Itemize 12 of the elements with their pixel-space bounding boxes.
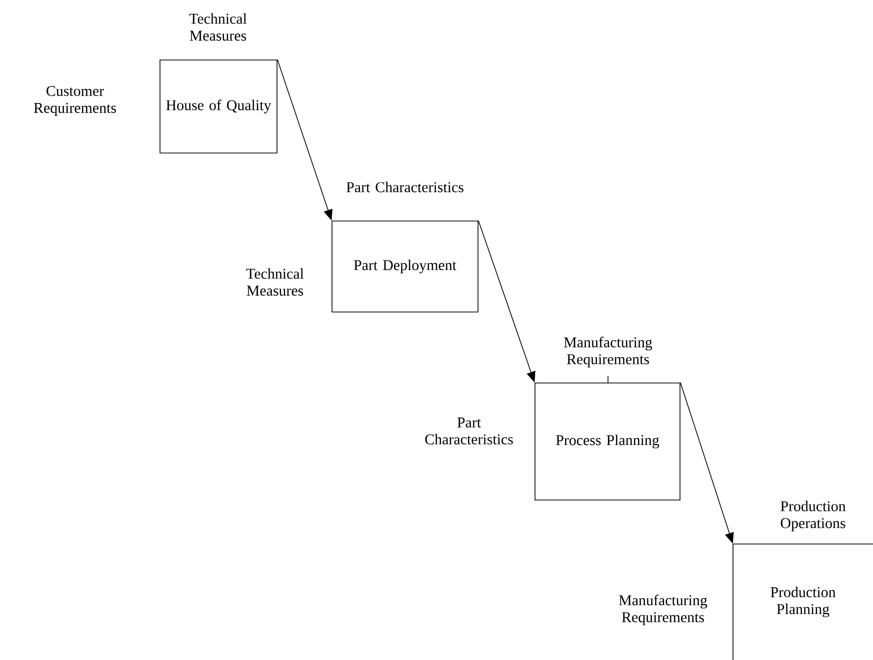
process-box: Process Planning [534,376,680,500]
process-box: Part Deployment [332,220,478,312]
process-box: Production Planning [732,544,873,660]
box-label: Technical Measures [246,268,304,296]
box-label: Manufacturing Requirements [564,336,652,368]
box-label: Manufacturing Requirements [619,594,708,626]
box-label: Part Characteristics [425,418,513,444]
box-label: Production Operations [780,500,846,532]
box-label: Part Characteristics [346,182,464,192]
box-label: Customer Requirements [34,86,116,116]
process-box: House of Quality [160,60,278,154]
box-label: Technical Measures [189,13,247,41]
